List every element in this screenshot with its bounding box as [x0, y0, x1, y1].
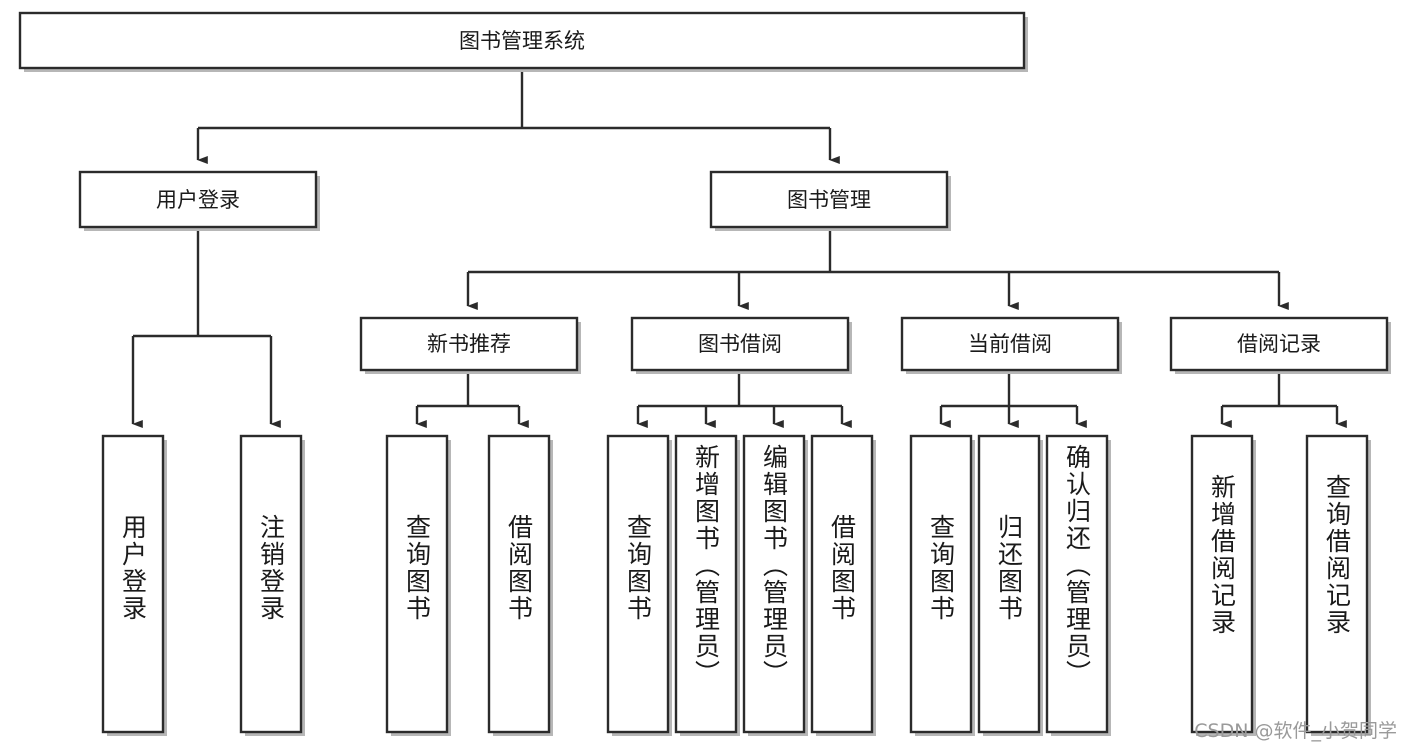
edges-borrow-record-to-leaves [1220, 373, 1347, 428]
node-new-book-recommend-box[interactable] [359, 316, 579, 372]
node-leaf-borrow-book-0[interactable] [606, 434, 672, 736]
node-leaf-new-book-0-box[interactable] [385, 434, 449, 734]
node-leaf-borrow-record-1-box[interactable] [1305, 434, 1369, 734]
node-book-management-label: 图书管理 [787, 188, 871, 212]
node-book-borrow[interactable]: 图书借阅 [630, 316, 852, 374]
node-book-management[interactable]: 图书管理 [709, 170, 951, 231]
node-new-book-recommend-label: 新书推荐 [427, 332, 511, 356]
edges-new-book-to-leaves [415, 373, 529, 428]
edges-root-to-level2 [196, 68, 840, 164]
node-leaf-borrow-book-1[interactable] [674, 434, 740, 736]
node-book-borrow-label: 图书借阅 [698, 332, 782, 356]
node-leaf-borrow-record-0-box[interactable] [1190, 434, 1254, 734]
node-user-login[interactable]: 用户登录 [78, 170, 320, 231]
node-leaf-new-book-1-box[interactable] [487, 434, 551, 734]
node-leaf-current-borrow-0[interactable] [909, 434, 975, 736]
node-leaf-user-login-1-box[interactable] [239, 434, 303, 734]
node-leaf-current-borrow-2-box[interactable] [1045, 434, 1109, 734]
node-leaf-borrow-book-2[interactable] [742, 434, 808, 736]
node-leaf-borrow-record-0[interactable] [1190, 434, 1256, 736]
node-leaf-user-login-0[interactable] [101, 434, 167, 736]
node-leaf-current-borrow-1-box[interactable] [977, 434, 1041, 734]
node-leaf-current-borrow-1[interactable] [977, 434, 1043, 736]
node-borrow-record-box[interactable] [1169, 316, 1389, 372]
node-root-label: 图书管理系统 [459, 29, 585, 53]
node-leaf-borrow-book-3[interactable] [810, 434, 876, 736]
node-borrow-record-label: 借阅记录 [1237, 332, 1321, 356]
node-book-management-box[interactable] [709, 170, 949, 229]
node-borrow-record[interactable]: 借阅记录 [1169, 316, 1391, 374]
edges-book-management-to-level3 [466, 231, 1289, 310]
node-leaf-new-book-1[interactable] [487, 434, 553, 736]
edges-user-login-to-leaves [131, 231, 281, 428]
node-leaf-user-login-0-box[interactable] [101, 434, 165, 734]
node-root[interactable]: 图书管理系统 [18, 11, 1028, 72]
node-leaf-current-borrow-0-box[interactable] [909, 434, 973, 734]
node-leaf-borrow-book-2-box[interactable] [742, 434, 806, 734]
node-user-login-label: 用户登录 [156, 188, 240, 212]
node-user-login-box[interactable] [78, 170, 318, 229]
node-leaf-current-borrow-2[interactable] [1045, 434, 1111, 736]
node-leaf-user-login-1[interactable] [239, 434, 305, 736]
node-root-box[interactable] [18, 11, 1026, 70]
node-book-borrow-box[interactable] [630, 316, 850, 372]
edges-current-borrow-to-leaves [939, 373, 1087, 428]
node-current-borrow-box[interactable] [900, 316, 1120, 372]
node-leaf-borrow-record-1[interactable] [1305, 434, 1371, 736]
node-leaf-new-book-0[interactable] [385, 434, 451, 736]
node-leaf-borrow-book-1-box[interactable] [674, 434, 738, 734]
node-leaf-borrow-book-3-box[interactable] [810, 434, 874, 734]
edges-borrow-book-to-leaves [636, 373, 852, 428]
node-current-borrow[interactable]: 当前借阅 [900, 316, 1122, 374]
node-new-book-recommend[interactable]: 新书推荐 [359, 316, 581, 374]
node-current-borrow-label: 当前借阅 [968, 332, 1052, 356]
node-leaf-borrow-book-0-box[interactable] [606, 434, 670, 734]
